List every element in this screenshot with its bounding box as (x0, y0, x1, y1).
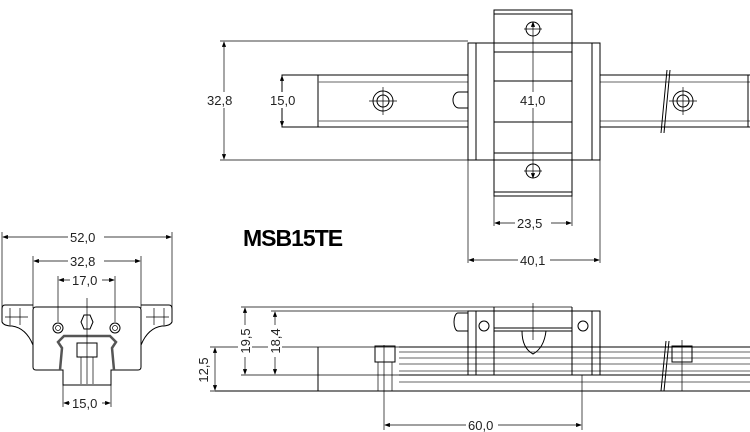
dim-rail-width-front: 15,0 (72, 396, 97, 411)
front-view: 52,0 32,8 17,0 15,0 (1, 229, 173, 411)
dim-body-width: 32,8 (70, 254, 95, 269)
rail-hole-icon (369, 87, 397, 115)
block-side (467, 310, 601, 376)
dim-rail-hole-pitch: 60,0 (468, 418, 493, 432)
dim-block-length: 40,1 (520, 253, 545, 268)
dim-rail-height: 12,5 (196, 357, 211, 382)
model-title: MSB15TE (243, 225, 343, 251)
break-line (660, 340, 670, 392)
block-body (493, 9, 573, 197)
dim-hole-spacing: 17,0 (72, 273, 97, 288)
end-seal-screw-icon (577, 320, 589, 332)
grease-nipple (452, 91, 468, 109)
dim-total-height-side: 19,5 (238, 328, 253, 353)
mounting-hole-icon (109, 322, 121, 334)
block-hole-icon (524, 21, 542, 37)
dim-total-height: 32,8 (207, 93, 232, 108)
dim-flange-width: 52,0 (70, 230, 95, 245)
dim-rail-width: 15,0 (270, 93, 295, 108)
end-seal-screw-icon (478, 320, 490, 332)
side-view: 12,5 19,5 18,4 60,0 (196, 303, 750, 432)
right-flange (140, 304, 173, 346)
dim-block-width: 23,5 (517, 216, 542, 231)
break-line (660, 69, 671, 134)
rail-hole-icon (669, 87, 697, 115)
top-view: 32,8 15,0 41,0 23,5 40,1 (204, 9, 750, 268)
dim-block-height: 18,4 (268, 328, 283, 353)
hex-nipple-icon (80, 314, 94, 330)
left-flange (1, 304, 34, 346)
ball-retainer-icon (521, 330, 547, 355)
dim-hole-pitch: 41,0 (520, 93, 545, 108)
mounting-hole-icon (52, 322, 64, 334)
rail-bolt-head (374, 345, 396, 363)
grease-nipple-side (453, 312, 468, 332)
block-hole-icon (524, 163, 542, 179)
